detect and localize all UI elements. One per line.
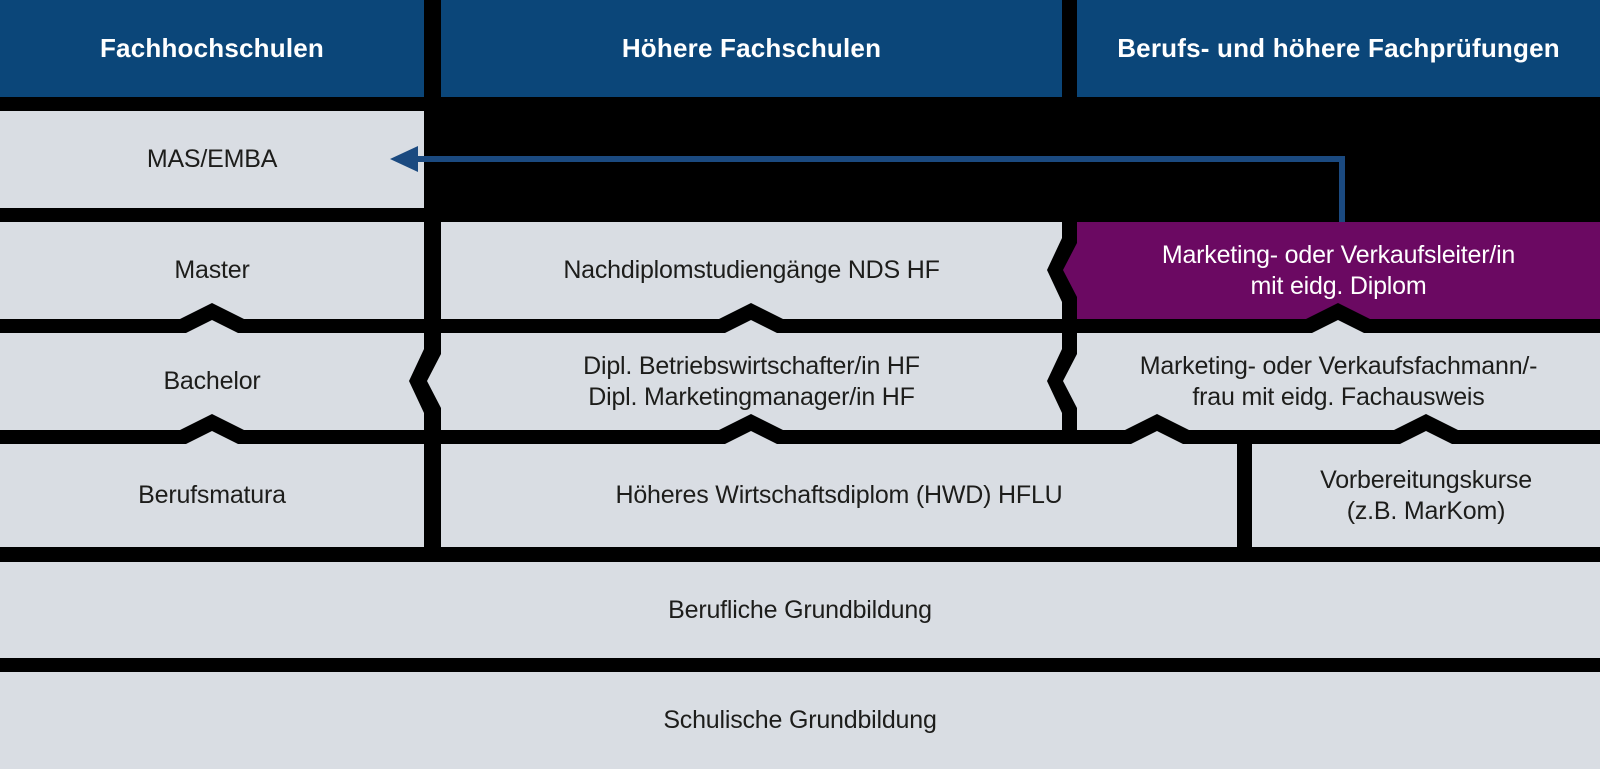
box-dipl-hf bbox=[427, 320, 1062, 430]
box-marketingleiter bbox=[1063, 222, 1600, 319]
label-vorbereitungskurse: Vorbereitungskurse (z.B. MarKom) bbox=[1320, 465, 1532, 525]
box-vorbereitungskurse bbox=[1252, 431, 1600, 547]
pathway-arrow-line bbox=[415, 156, 1345, 222]
header-hoehere-fachschulen: Höhere Fachschulen bbox=[621, 33, 882, 63]
box-berufliche-grundbildung bbox=[0, 562, 1600, 658]
box-marketingfachmann bbox=[1063, 320, 1600, 430]
box-header-hoehere-fachschulen bbox=[441, 0, 1062, 97]
label-bachelor: Bachelor bbox=[163, 367, 261, 395]
header-fachhochschulen: Fachhochschulen bbox=[99, 33, 325, 63]
box-berufsmatura bbox=[0, 431, 424, 547]
label-mas-emba: MAS/EMBA bbox=[146, 145, 278, 173]
box-mas-emba bbox=[0, 111, 424, 208]
label-marketingfachmann: Marketing- oder Verkaufsfachmann/- frau … bbox=[1139, 351, 1538, 411]
box-nds-hf bbox=[441, 222, 1062, 319]
label-nds-hf: Nachdiplomstudiengänge NDS HF bbox=[563, 256, 940, 284]
box-bachelor bbox=[0, 320, 424, 430]
label-dipl-hf: Dipl. Betriebswirtschafter/in HF Dipl. M… bbox=[583, 351, 920, 411]
box-schulische-grundbildung bbox=[0, 672, 1600, 769]
box-header-berufspruefungen bbox=[1077, 0, 1600, 97]
label-schulische-grundbildung: Schulische Grundbildung bbox=[663, 706, 937, 734]
label-berufliche-grundbildung: Berufliche Grundbildung bbox=[668, 595, 932, 624]
label-berufsmatura: Berufsmatura bbox=[138, 481, 286, 509]
arrow-head-left-icon bbox=[390, 146, 418, 172]
box-hwd-hflu bbox=[441, 431, 1237, 547]
box-master bbox=[0, 222, 424, 319]
box-header-fachhochschulen bbox=[0, 0, 424, 97]
header-berufspruefungen: Berufs- und höhere Fachprüfungen bbox=[1117, 33, 1560, 63]
label-hwd-hflu: Höheres Wirtschaftsdiplom (HWD) HFLU bbox=[615, 481, 1063, 509]
label-marketingleiter: Marketing- oder Verkaufsleiter/in mit ei… bbox=[1161, 240, 1516, 300]
label-master: Master bbox=[174, 256, 250, 284]
